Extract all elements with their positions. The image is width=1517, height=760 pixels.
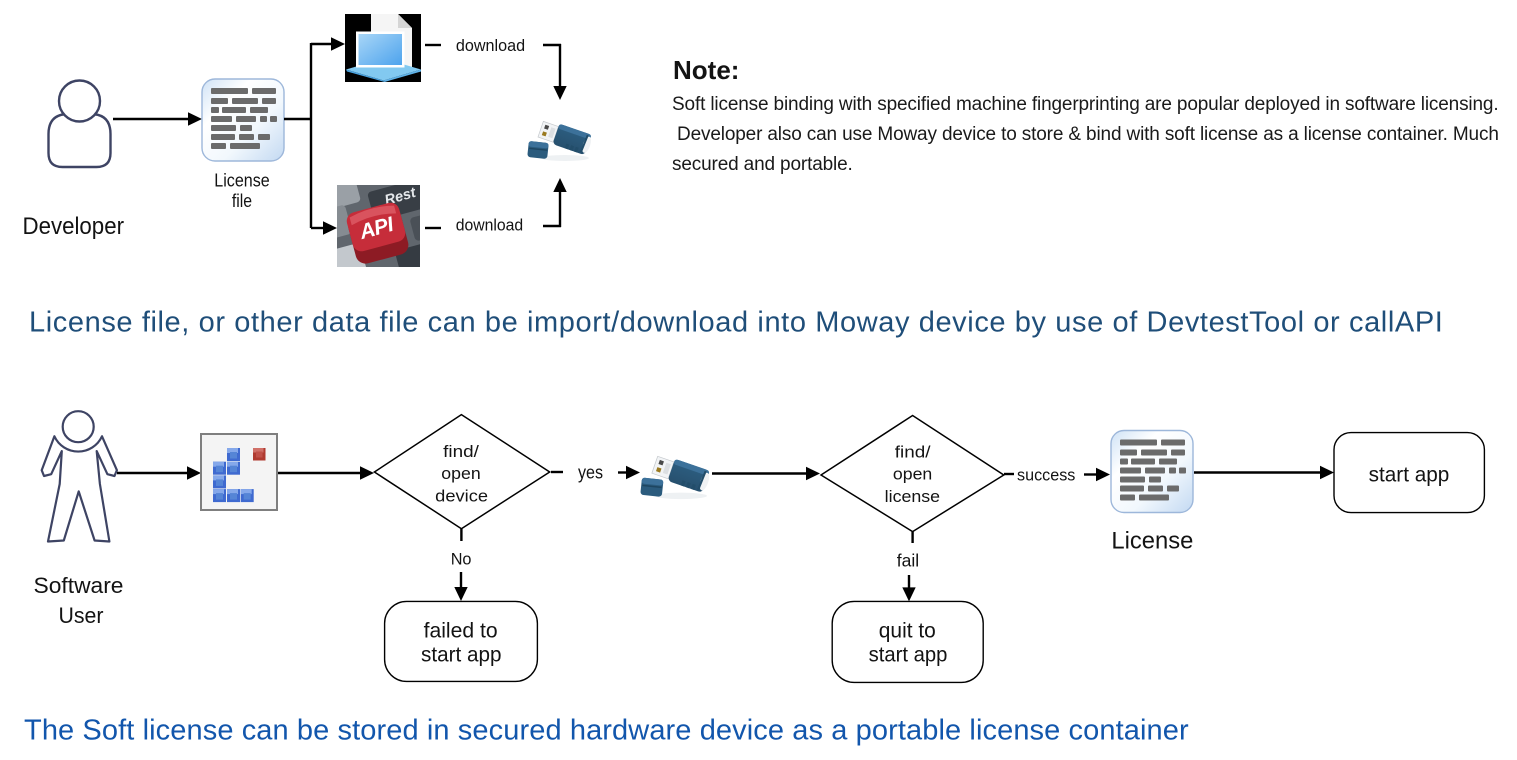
svg-text:secured and portable.: secured and portable. bbox=[672, 154, 853, 175]
svg-text:download: download bbox=[456, 216, 524, 235]
svg-text:find/: find/ bbox=[895, 443, 931, 462]
svg-text:Soft license binding with spec: Soft license binding with specified mach… bbox=[672, 94, 1498, 115]
svg-text:Developer also can use Moway d: Developer also can use Moway device to s… bbox=[677, 124, 1499, 145]
svg-text:License file, or other data fi: License file, or other data file can be … bbox=[29, 307, 1443, 339]
svg-text:License: License bbox=[1111, 527, 1193, 554]
svg-text:download: download bbox=[456, 36, 525, 55]
svg-text:User: User bbox=[59, 603, 104, 628]
svg-text:PP: PP bbox=[425, 248, 450, 271]
svg-text:No: No bbox=[451, 549, 472, 568]
svg-text:fail: fail bbox=[897, 551, 919, 571]
svg-text:open: open bbox=[441, 464, 480, 483]
svg-text:License: License bbox=[214, 170, 269, 191]
svg-text:start app: start app bbox=[421, 643, 502, 666]
svg-text:Note:: Note: bbox=[673, 55, 739, 85]
svg-text:failed to: failed to bbox=[424, 620, 498, 643]
svg-text:open: open bbox=[893, 465, 932, 484]
svg-text:Developer: Developer bbox=[23, 213, 125, 240]
svg-text:yes: yes bbox=[578, 463, 603, 483]
svg-text:start app: start app bbox=[1369, 463, 1450, 486]
svg-text:find/: find/ bbox=[443, 442, 479, 461]
svg-text:file: file bbox=[232, 190, 252, 211]
svg-text:The Soft license can be stored: The Soft license can be stored in secure… bbox=[24, 715, 1189, 747]
svg-text:device: device bbox=[435, 487, 488, 506]
svg-text:Software: Software bbox=[34, 573, 124, 598]
svg-text:quit to: quit to bbox=[879, 620, 936, 643]
svg-text:success: success bbox=[1017, 466, 1075, 485]
svg-text:license: license bbox=[885, 487, 940, 506]
svg-text:start app: start app bbox=[869, 643, 948, 666]
